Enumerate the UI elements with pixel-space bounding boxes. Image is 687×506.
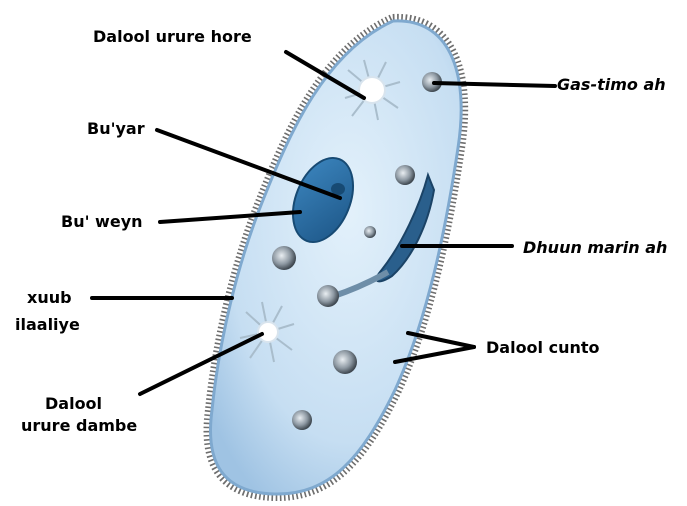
label-contractile-vacuole-front: Dalool urure hore — [93, 27, 252, 47]
label-cilia: Dalool cunto — [486, 338, 600, 358]
label-food-vacuole: Gas-timo ah — [557, 75, 666, 95]
label-pellicle-line1: xuub — [27, 288, 72, 308]
label-oral-groove: Dhuun marin ah — [523, 238, 667, 258]
label-contractile-vacuole-back-line2: urure dambe — [21, 416, 137, 436]
label-micronucleus: Bu'yar — [87, 119, 145, 139]
leader-cilia-upper — [408, 333, 474, 347]
label-macronucleus: Bu' weyn — [61, 212, 143, 232]
label-pellicle-line2: ilaaliye — [15, 315, 80, 335]
cell-body — [211, 21, 462, 494]
label-contractile-vacuole-back-line1: Dalool — [45, 394, 102, 414]
micronucleus-shape — [331, 183, 345, 195]
